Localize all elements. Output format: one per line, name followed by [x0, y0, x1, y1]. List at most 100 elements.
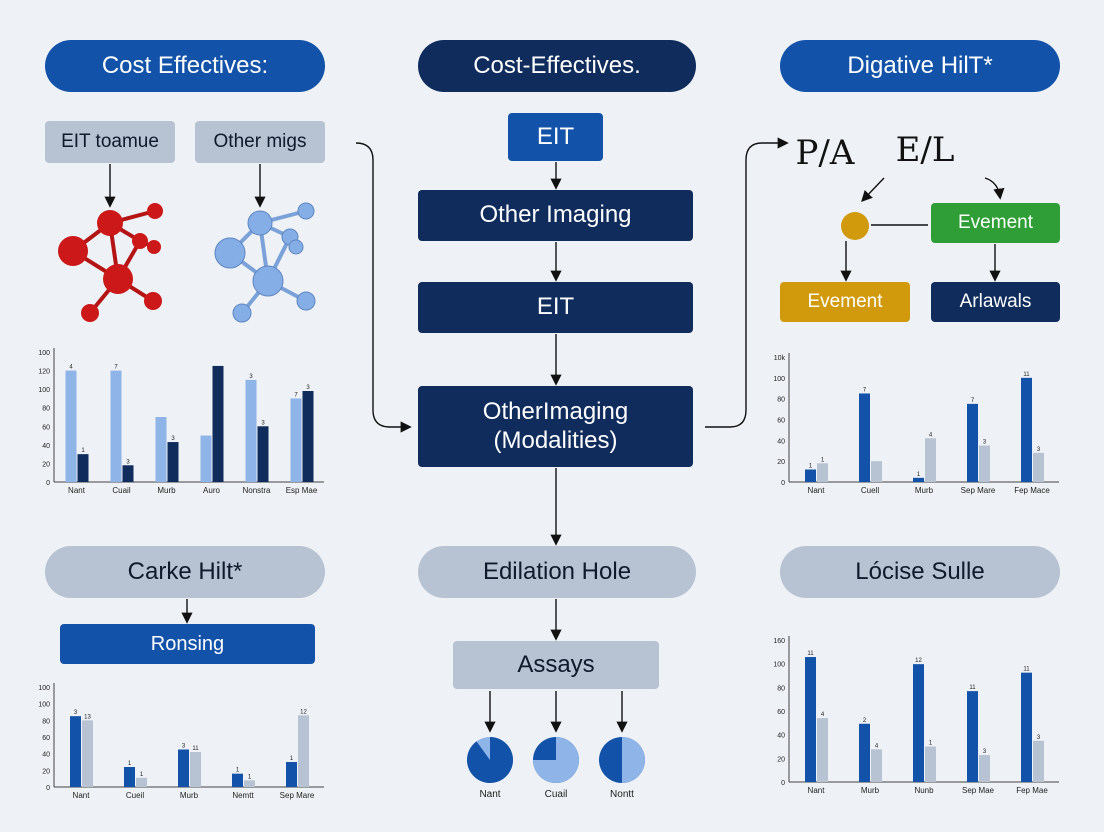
y-tick-label: 100	[773, 662, 785, 669]
bar	[298, 715, 309, 787]
bar	[979, 755, 990, 782]
bar-value-label: 3	[126, 459, 130, 465]
arrow-center-to-right	[705, 137, 789, 428]
bar	[967, 403, 978, 482]
x-tick-label: Cuail	[112, 486, 130, 495]
y-tick-label: 80	[42, 718, 50, 725]
arlawals-box: Arlawals	[931, 282, 1060, 322]
x-tick-label: Nant	[68, 486, 86, 495]
evement-gold-box: Evement	[780, 282, 910, 322]
bar	[110, 370, 122, 482]
bar-value-label: 4	[821, 712, 825, 718]
arrow-left-to-center	[355, 142, 412, 433]
edilation-hole-pill: Edilation Hole	[418, 546, 696, 598]
y-tick-label: 0	[781, 480, 785, 487]
bar-value-label: 11	[969, 685, 976, 691]
y-tick-label: 40	[42, 443, 50, 450]
bar-value-label: 1	[929, 741, 933, 747]
x-tick-label: Nant	[73, 791, 91, 800]
bar	[178, 749, 189, 787]
y-tick-label: 20	[777, 459, 785, 466]
bar	[155, 417, 167, 482]
x-tick-label: Sep Mare	[961, 486, 996, 495]
pie-label: Cuail	[545, 789, 568, 800]
bar-value-label: 3	[983, 749, 987, 755]
bar-value-label: 2	[863, 718, 867, 724]
y-tick-label: 100	[38, 387, 50, 394]
x-tick-label: Sep Mae	[962, 786, 995, 795]
bar	[871, 749, 882, 782]
bar	[817, 463, 828, 482]
bar-value-label: 7	[971, 398, 975, 404]
pie-slice	[467, 737, 513, 783]
x-tick-label: Cuell	[861, 486, 879, 495]
y-tick-label: 100	[773, 376, 785, 383]
x-tick-label: Sep Mare	[280, 791, 315, 800]
x-tick-label: Nonstra	[242, 486, 271, 495]
y-tick-label: 20	[777, 756, 785, 763]
y-tick-label: 80	[777, 685, 785, 692]
bar	[286, 762, 297, 787]
x-tick-label: Cueil	[126, 791, 144, 800]
bar-value-label: 7	[294, 392, 298, 398]
y-tick-label: 10k	[774, 355, 786, 362]
bar-value-label: 3	[1037, 735, 1041, 741]
bar	[167, 442, 179, 482]
pie-slice	[622, 737, 645, 783]
bar	[244, 780, 255, 787]
bar	[124, 767, 135, 787]
x-tick-label: Nant	[808, 786, 826, 795]
bar	[200, 435, 212, 482]
bar	[805, 657, 816, 782]
bar	[77, 454, 89, 482]
bar	[925, 438, 936, 482]
bar-value-label: 3	[249, 374, 253, 380]
bar-value-label: 3	[261, 420, 265, 426]
bar	[859, 393, 870, 482]
ronsing-box: Ronsing	[60, 624, 315, 664]
left-header: Cost Effectives:	[45, 40, 325, 92]
bar-value-label: 1	[128, 761, 132, 767]
x-tick-label: Nant	[808, 486, 826, 495]
x-tick-label: Nunb	[914, 786, 934, 795]
bar-value-label: 1	[236, 768, 240, 774]
bar-value-label: 3	[74, 710, 78, 716]
pie-label: Nant	[479, 789, 500, 800]
y-tick-label: 20	[42, 768, 50, 775]
y-tick-label: 120	[38, 369, 50, 376]
bar-value-label: 1	[140, 772, 144, 778]
bar	[70, 716, 81, 787]
bar	[245, 379, 257, 482]
bar	[190, 752, 201, 787]
bar-value-label: 11	[807, 651, 814, 657]
bar	[1021, 672, 1032, 782]
bar	[65, 370, 77, 482]
y-tick-label: 80	[42, 406, 50, 413]
x-tick-label: Murb	[180, 791, 199, 800]
eit-toamue-box: EIT toamue	[45, 121, 175, 163]
y-tick-label: 40	[777, 438, 785, 445]
bar-value-label: 12	[915, 658, 922, 664]
bar-value-label: 3	[182, 744, 186, 750]
y-tick-label: 60	[42, 735, 50, 742]
bar-value-label: 1	[248, 774, 252, 780]
bar	[82, 720, 93, 787]
y-tick-label: 0	[781, 780, 785, 787]
bar	[1021, 377, 1032, 482]
x-tick-label: Auro	[203, 486, 220, 495]
bar-value-label: 7	[863, 387, 867, 393]
bar	[257, 426, 269, 482]
bar-value-label: 1	[290, 756, 294, 762]
bar	[136, 777, 147, 787]
red-molecule-icon	[58, 203, 163, 322]
bar-value-label: 4	[875, 743, 879, 749]
bar	[913, 477, 924, 482]
bar	[1033, 452, 1044, 482]
bar	[302, 391, 314, 482]
y-tick-label: 100	[38, 702, 50, 709]
x-tick-label: Murb	[861, 786, 880, 795]
